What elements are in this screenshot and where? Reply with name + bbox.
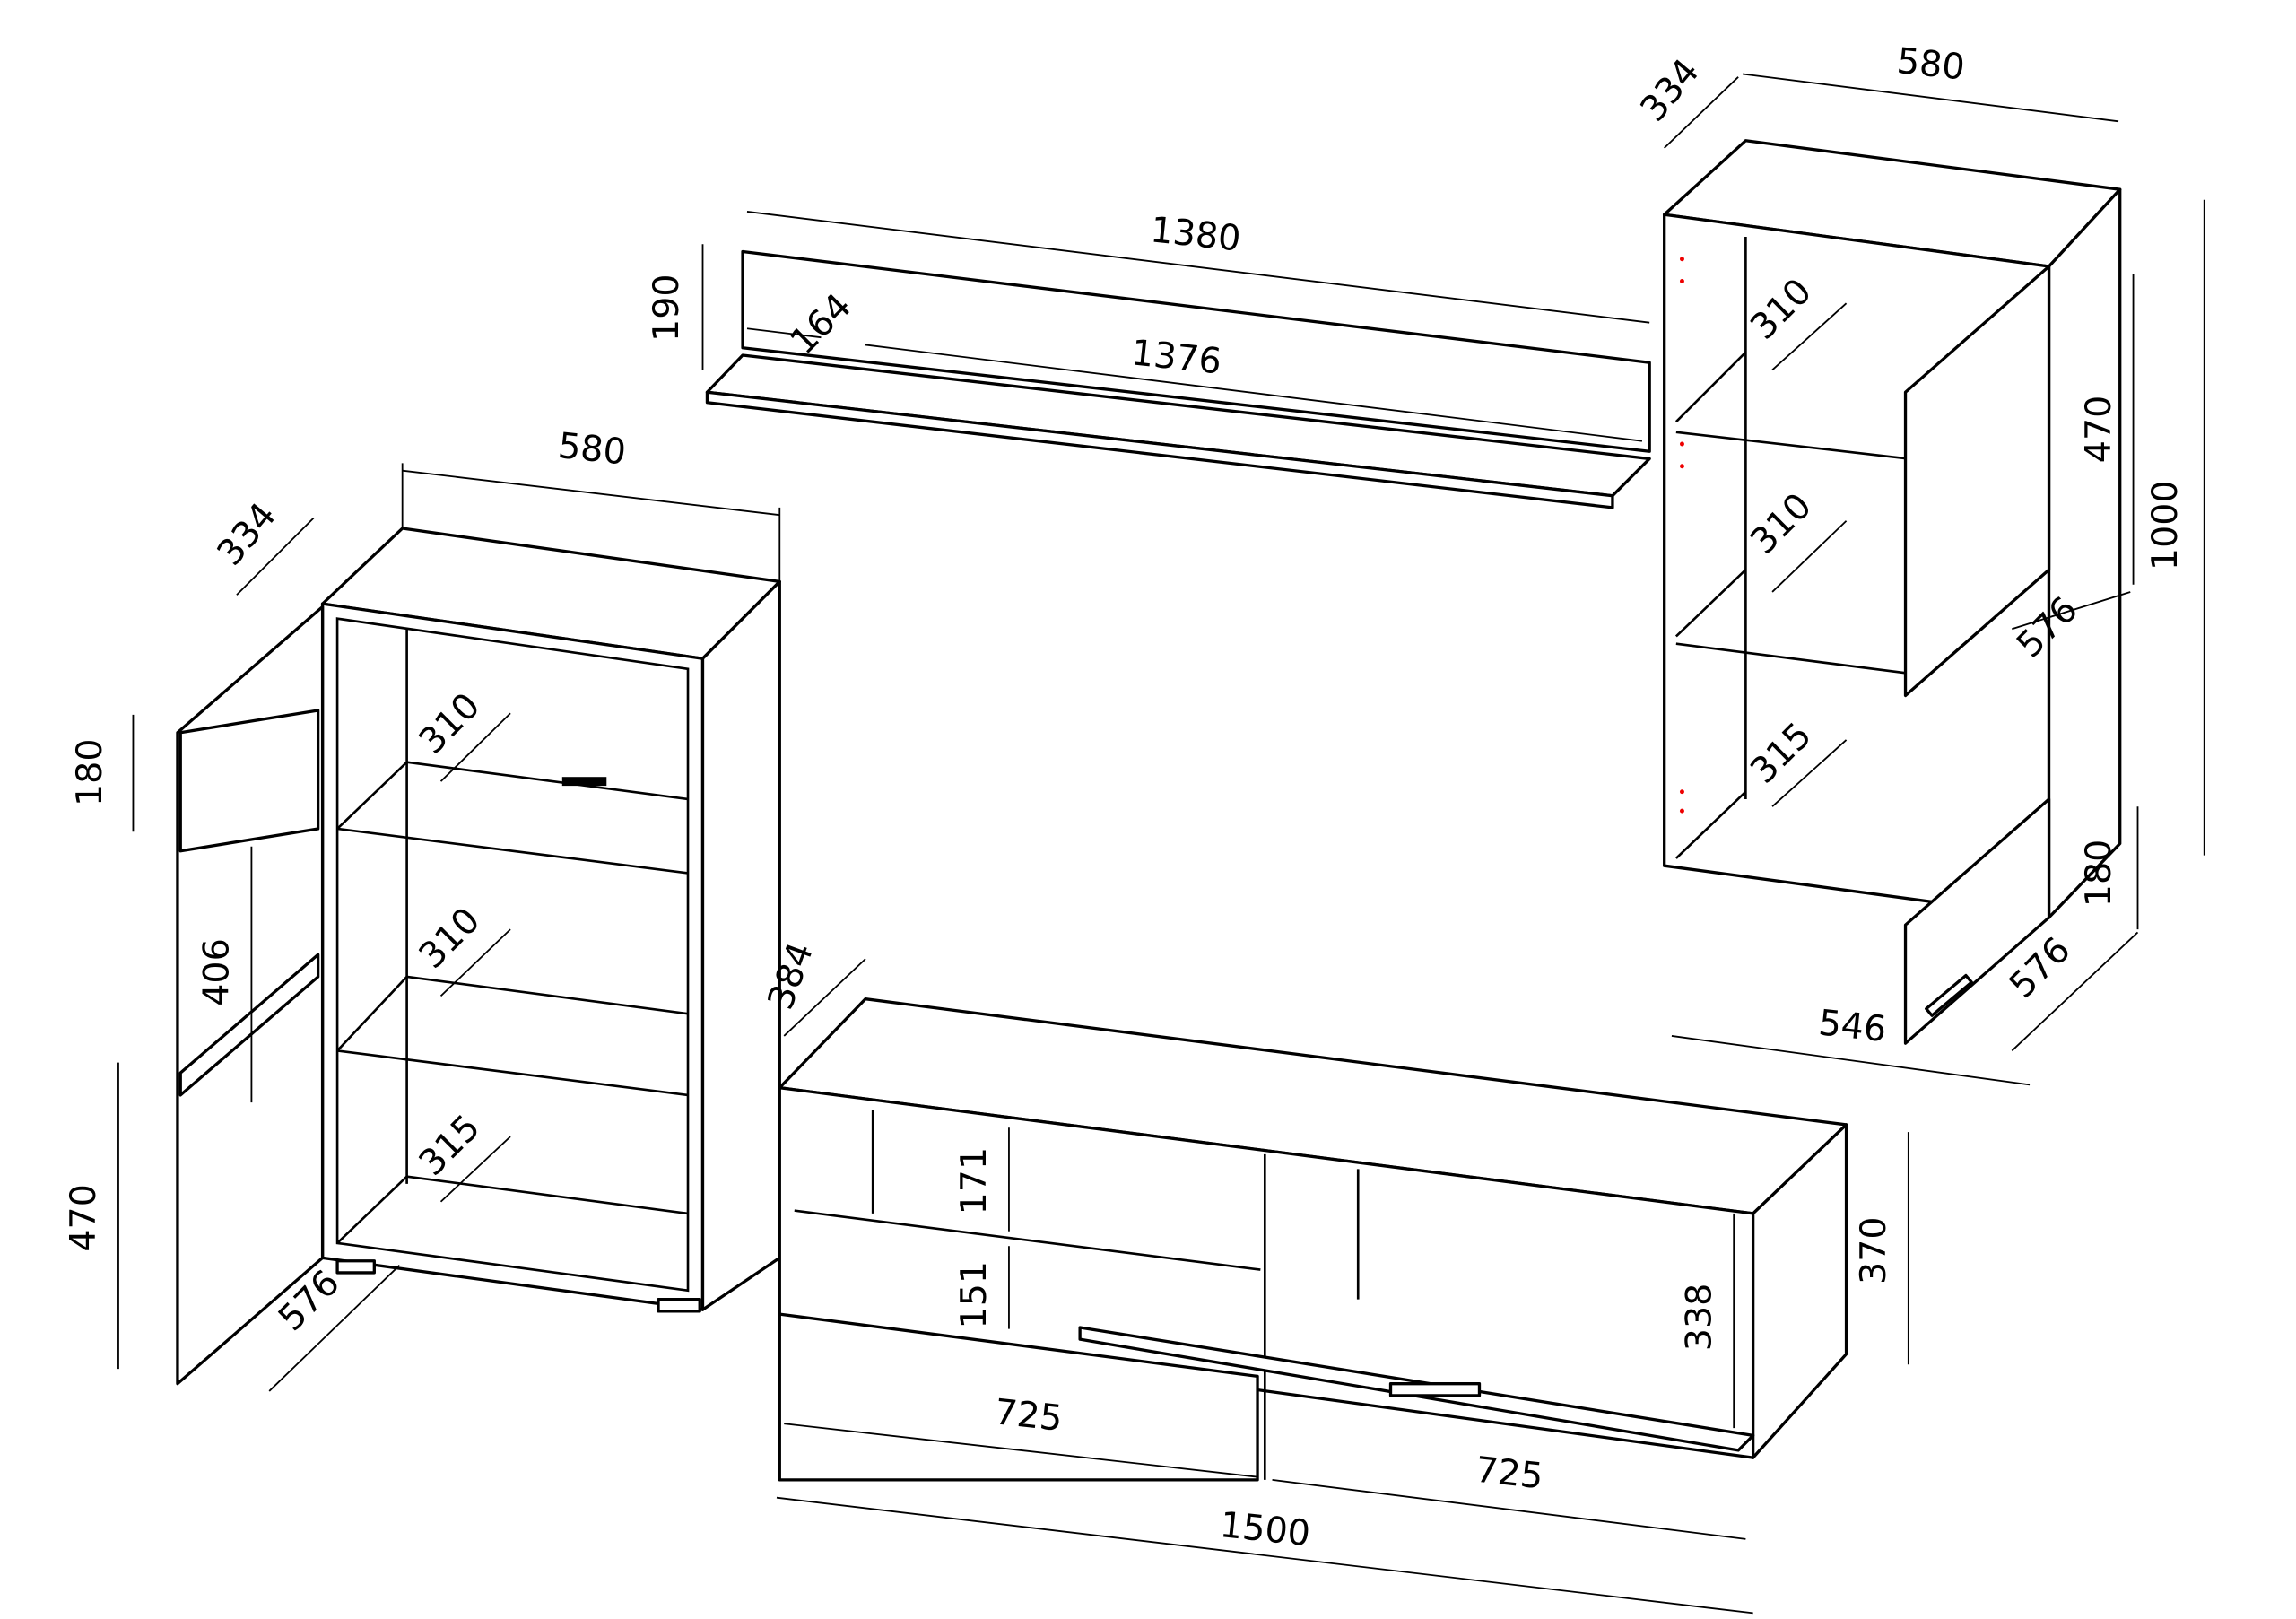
dim-left-door-lower: 470 [63,1184,104,1252]
right-cabinet: 334 580 310 310 315 470 1000 576 180 576… [1632,40,2205,1086]
dim-left-door-upper: 180 [69,738,110,806]
dim-shelf-length: 1380 [1149,209,1243,259]
dim-right-door-upper-height: 470 [2078,396,2119,464]
dim-left-depth: 334 [209,495,284,573]
dim-shelf-inner-length: 1376 [1129,332,1223,382]
dim-right-door-lower-height: 180 [2078,840,2119,908]
dim-tv-height: 370 [1853,1216,1894,1284]
dim-tv-upper-shelf: 171 [953,1147,995,1215]
left-cabinet: 580 334 180 406 470 310 310 315 576 [63,425,781,1392]
dim-tv-right-section: 725 [1474,1449,1545,1498]
wall-shelf: 1380 190 164 1376 [646,209,1651,509]
dim-right-width: 580 [1895,40,1967,89]
flap-handle-icon [1388,1382,1482,1397]
dim-tv-length: 1500 [1218,1504,1312,1554]
dim-right-height: 1000 [2144,480,2186,570]
door-handle-icon [1925,973,1973,1017]
dim-shelf-height: 190 [646,274,687,342]
tv-stand: 384 171 151 338 370 725 725 1500 [760,937,1909,1615]
dim-tv-lower-shelf: 151 [953,1261,995,1329]
dim-right-inner-width: 546 [1816,1002,1888,1050]
dim-left-door-gap: 406 [196,938,238,1006]
dim-tv-left-section: 725 [993,1391,1065,1440]
dim-tv-flap-height: 338 [1678,1284,1719,1352]
handle-icon [561,777,607,787]
dim-left-width: 580 [556,425,628,474]
